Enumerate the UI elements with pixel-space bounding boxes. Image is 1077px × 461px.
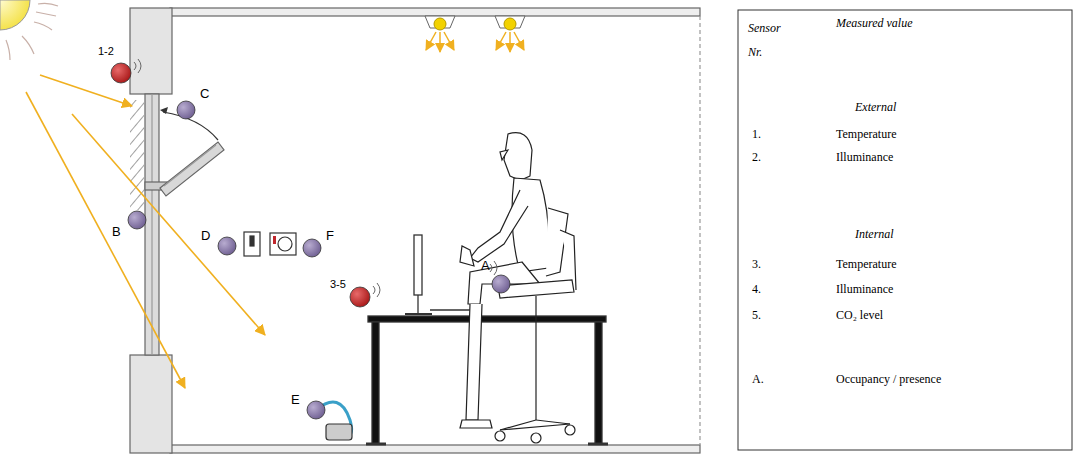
table-cell: 5. xyxy=(752,308,761,323)
table-cell: 3. xyxy=(752,257,761,272)
wireless-waves xyxy=(134,59,497,297)
chair xyxy=(495,230,576,443)
arrow-tip xyxy=(160,107,168,114)
wall-devices xyxy=(244,232,296,256)
table-cell: Illuminance xyxy=(836,150,893,165)
sun xyxy=(0,0,58,60)
table-cell: Temperature xyxy=(836,127,896,142)
ceiling-lights xyxy=(425,16,525,52)
table-cell: Illuminance xyxy=(836,282,893,297)
table-frame xyxy=(738,10,1072,450)
callout-letter: E xyxy=(291,392,300,407)
building-section xyxy=(130,8,700,453)
callout-number: 3-5 xyxy=(330,278,346,290)
callout-letter: D xyxy=(201,228,210,243)
table-cell: 1. xyxy=(752,127,761,142)
callout-letter: A xyxy=(481,258,490,273)
sun-rays xyxy=(26,75,265,388)
table-cell: A. xyxy=(752,372,764,387)
table-section: External xyxy=(855,100,896,115)
callout-number: 1-2 xyxy=(98,45,114,57)
callout-letter: F xyxy=(326,228,334,243)
table-header: Measured value xyxy=(836,16,913,31)
callout-letter: B xyxy=(112,224,121,239)
occupant xyxy=(460,133,568,428)
table-cell: 2. xyxy=(752,150,761,165)
sensor-dots xyxy=(111,63,510,419)
table-section: Internal xyxy=(855,227,894,242)
table-cell: CO₂ level xyxy=(836,308,883,323)
table-header: Sensor Nr. xyxy=(748,16,792,64)
table-cell: Temperature xyxy=(836,257,896,272)
table-cell: 4. xyxy=(752,282,761,297)
table-cell: Occupancy / presence xyxy=(836,372,941,387)
callout-letter: C xyxy=(200,86,209,101)
